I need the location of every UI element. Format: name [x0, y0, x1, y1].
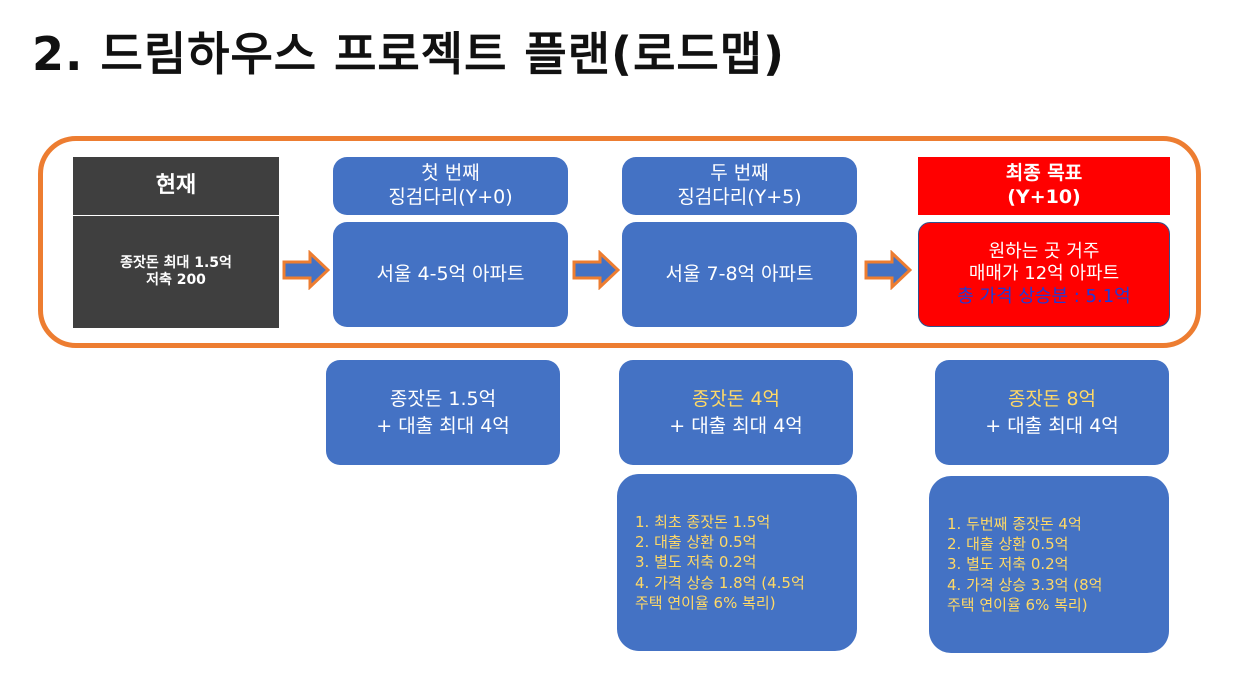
arrow-right-icon [282, 250, 330, 290]
final-goal-box: 원하는 곳 거주 매매가 12억 아파트 총 가격 상승분 : 5.1억 [918, 222, 1170, 327]
list-item: 주택 연이율 6% 복리) [635, 593, 776, 612]
final-header-line-1: 최종 목표 [1005, 162, 1083, 185]
arrow-right-icon [572, 250, 620, 290]
stage2-target-box: 서울 7-8억 아파트 [622, 222, 857, 327]
stage2-notes-box: 1. 최초 종잣돈 1.5억 2. 대출 상환 0.5억 3. 별도 저축 0.… [617, 474, 857, 651]
final-goal-line-1: 원하는 곳 거주 [988, 240, 1100, 262]
arrow-right-icon [864, 250, 912, 290]
list-item: 1. 두번째 종잣돈 4억 [947, 514, 1082, 533]
stage2-header: 두 번째 징검다리(Y+5) [622, 157, 857, 215]
list-item: 주택 연이율 6% 복리) [947, 595, 1088, 614]
list-item: 2. 대출 상환 0.5억 [635, 533, 757, 552]
current-line-1: 종잣돈 최대 1.5억 [120, 254, 232, 271]
final-goal-line-2: 매매가 12억 아파트 [968, 263, 1120, 285]
stage1-header-line-2: 징검다리(Y+0) [388, 186, 513, 208]
list-item: 1. 최초 종잣돈 1.5억 [635, 512, 771, 531]
final-notes-box: 1. 두번째 종잣돈 4억 2. 대출 상환 0.5억 3. 별도 저축 0.2… [929, 476, 1169, 653]
page-title: 2. 드림하우스 프로젝트 플랜(로드맵) [32, 27, 786, 81]
current-box: 종잣돈 최대 1.5억 저축 200 [73, 216, 279, 328]
roadmap-frame [38, 136, 1201, 348]
stage1-header-line-1: 첫 번째 [421, 162, 480, 185]
list-item: 4. 가격 상승 3.3억 (8억 [947, 575, 1103, 594]
list-item: 2. 대출 상환 0.5억 [947, 535, 1069, 554]
list-item: 3. 별도 저축 0.2억 [635, 553, 757, 572]
stage1-header: 첫 번째 징검다리(Y+0) [333, 157, 568, 215]
list-item: 3. 별도 저축 0.2억 [947, 555, 1069, 574]
stage2-funding-line-1: 종잣돈 4억 [691, 387, 781, 410]
final-header: 최종 목표 (Y+10) [918, 157, 1170, 215]
stage1-funding-line-1: 종잣돈 1.5억 [389, 387, 497, 410]
current-line-2: 저축 200 [146, 272, 206, 288]
final-goal-line-3: 총 가격 상승분 : 5.1억 [957, 285, 1131, 307]
stage1-funding-box: 종잣돈 1.5억 + 대출 최대 4억 [326, 360, 560, 465]
list-item: 4. 가격 상승 1.8억 (4.5억 [635, 573, 805, 592]
final-funding-box: 종잣돈 8억 + 대출 최대 4억 [935, 360, 1169, 465]
final-funding-line-1: 종잣돈 8억 [1007, 387, 1097, 410]
stage2-funding-box: 종잣돈 4억 + 대출 최대 4억 [619, 360, 853, 465]
final-funding-line-2: + 대출 최대 4억 [985, 414, 1119, 437]
stage2-header-line-2: 징검다리(Y+5) [677, 186, 802, 208]
stage1-funding-line-2: + 대출 최대 4억 [376, 414, 510, 437]
stage2-target-label: 서울 7-8억 아파트 [665, 262, 814, 285]
stage2-funding-line-2: + 대출 최대 4억 [669, 414, 803, 437]
stage1-target-label: 서울 4-5억 아파트 [376, 262, 525, 285]
stage1-target-box: 서울 4-5억 아파트 [333, 222, 568, 327]
stage2-header-line-1: 두 번째 [710, 162, 769, 185]
current-header: 현재 [73, 157, 279, 215]
final-header-line-2: (Y+10) [1007, 186, 1081, 208]
